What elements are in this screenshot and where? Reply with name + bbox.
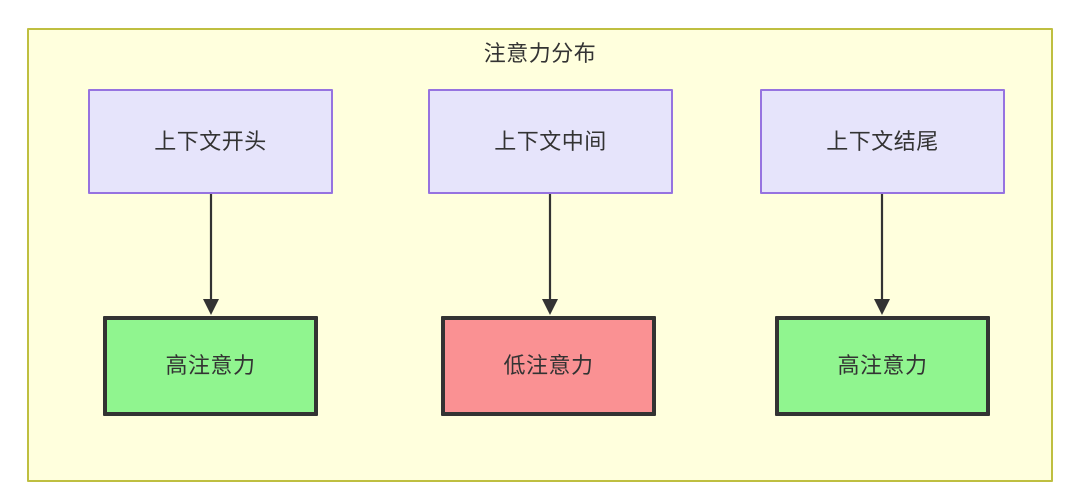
node-context-end[interactable]: 上下文结尾 <box>760 89 1005 194</box>
node-attention-low-middle[interactable]: 低注意力 <box>441 316 656 416</box>
node-attention-high-start[interactable]: 高注意力 <box>103 316 318 416</box>
node-context-middle[interactable]: 上下文中间 <box>428 89 673 194</box>
node-context-start[interactable]: 上下文开头 <box>88 89 333 194</box>
node-attention-high-end[interactable]: 高注意力 <box>775 316 990 416</box>
subgraph-title: 注意力分布 <box>483 41 597 66</box>
